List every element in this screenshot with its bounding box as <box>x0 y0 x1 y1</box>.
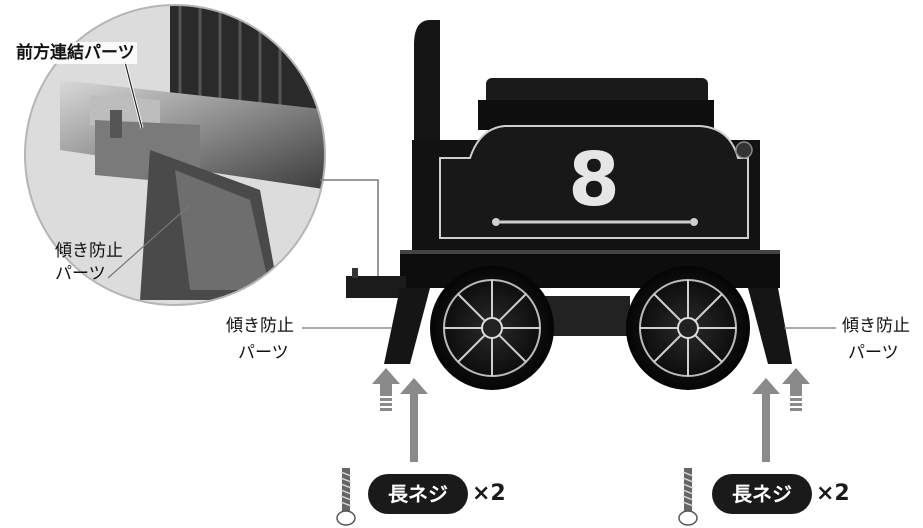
left-tilt-label-line2: パーツ <box>238 343 289 363</box>
long-screw-qty-left: ×2 <box>472 481 506 506</box>
screw-left-icon <box>336 468 356 526</box>
long-screw-badge-left: 長ネジ <box>368 474 468 514</box>
long-screw-badge-right: 長ネジ <box>712 474 812 514</box>
right-tilt-label-line2: パーツ <box>848 343 899 363</box>
right-tilt-label-line1: 傾き防止 <box>842 316 910 336</box>
wheel-right <box>626 266 750 390</box>
screw-right-icon <box>678 468 698 526</box>
inset-tilt-prevention-label: 傾き防止 パーツ <box>55 241 123 284</box>
inset-leader <box>107 204 191 279</box>
arrows <box>372 368 810 462</box>
wheel-left <box>430 266 554 390</box>
long-screw-qty-right: ×2 <box>816 481 850 506</box>
tender-car <box>346 20 792 390</box>
tender-number: 8 <box>568 137 620 223</box>
callout-connector <box>320 179 379 292</box>
left-tilt-label-line1: 傾き防止 <box>226 316 294 336</box>
front-coupling-label: 前方連結パーツ <box>14 42 137 64</box>
callout-leader <box>124 61 143 129</box>
